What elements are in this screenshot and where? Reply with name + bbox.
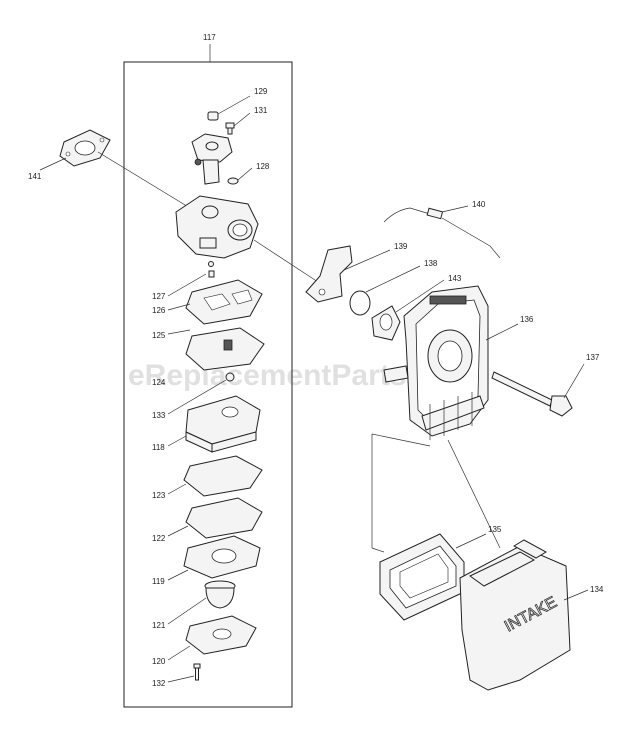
part-128 — [227, 167, 253, 185]
label-141: 141 — [28, 172, 42, 181]
label-122: 122 — [152, 534, 166, 543]
label-137: 137 — [586, 353, 600, 362]
label-133: 133 — [152, 411, 166, 420]
part-129 — [207, 95, 251, 121]
part-carburetor-body — [175, 195, 319, 283]
part-143 — [371, 279, 445, 341]
label-119: 119 — [152, 577, 165, 586]
label-117: 117 — [203, 33, 216, 42]
part-140 — [383, 205, 501, 259]
label-132: 132 — [152, 679, 166, 688]
label-120: 120 — [152, 657, 166, 666]
part-126 — [167, 279, 263, 325]
part-121 — [167, 580, 236, 625]
label-121: 121 — [152, 621, 166, 630]
label-134: 134 — [590, 585, 604, 594]
part-137 — [491, 363, 585, 417]
part-136 — [383, 285, 519, 440]
label-127: 127 — [152, 292, 166, 301]
label-125: 125 — [152, 331, 166, 340]
label-118: 118 — [152, 443, 165, 452]
label-128: 128 — [256, 162, 270, 171]
label-131: 131 — [254, 106, 268, 115]
part-134: INTAKE — [459, 539, 589, 691]
part-123 — [167, 455, 263, 497]
label-126: 126 — [152, 306, 166, 315]
part-138 — [349, 265, 421, 316]
part-throttle-top — [191, 133, 233, 185]
label-124: 124 — [152, 378, 166, 387]
part-141 — [39, 129, 191, 209]
label-138: 138 — [424, 259, 438, 268]
part-127 — [167, 261, 215, 297]
part-139 — [305, 245, 391, 303]
label-140: 140 — [472, 200, 486, 209]
label-123: 123 — [152, 491, 166, 500]
assembly-frame-117 — [123, 61, 293, 708]
label-136: 136 — [520, 315, 534, 324]
label-143: 143 — [448, 274, 462, 283]
label-135: 135 — [488, 525, 502, 534]
part-133 — [167, 372, 235, 415]
part-119 — [167, 535, 261, 581]
part-118 — [167, 395, 261, 453]
part-125 — [167, 327, 265, 371]
part-122 — [167, 497, 263, 539]
part-120 — [167, 615, 257, 661]
assembly-guide-lines — [371, 433, 501, 553]
part-135 — [379, 533, 487, 621]
part-131 — [225, 112, 251, 135]
label-139: 139 — [394, 242, 408, 251]
part-132 — [167, 663, 201, 683]
label-129: 129 — [254, 87, 268, 96]
